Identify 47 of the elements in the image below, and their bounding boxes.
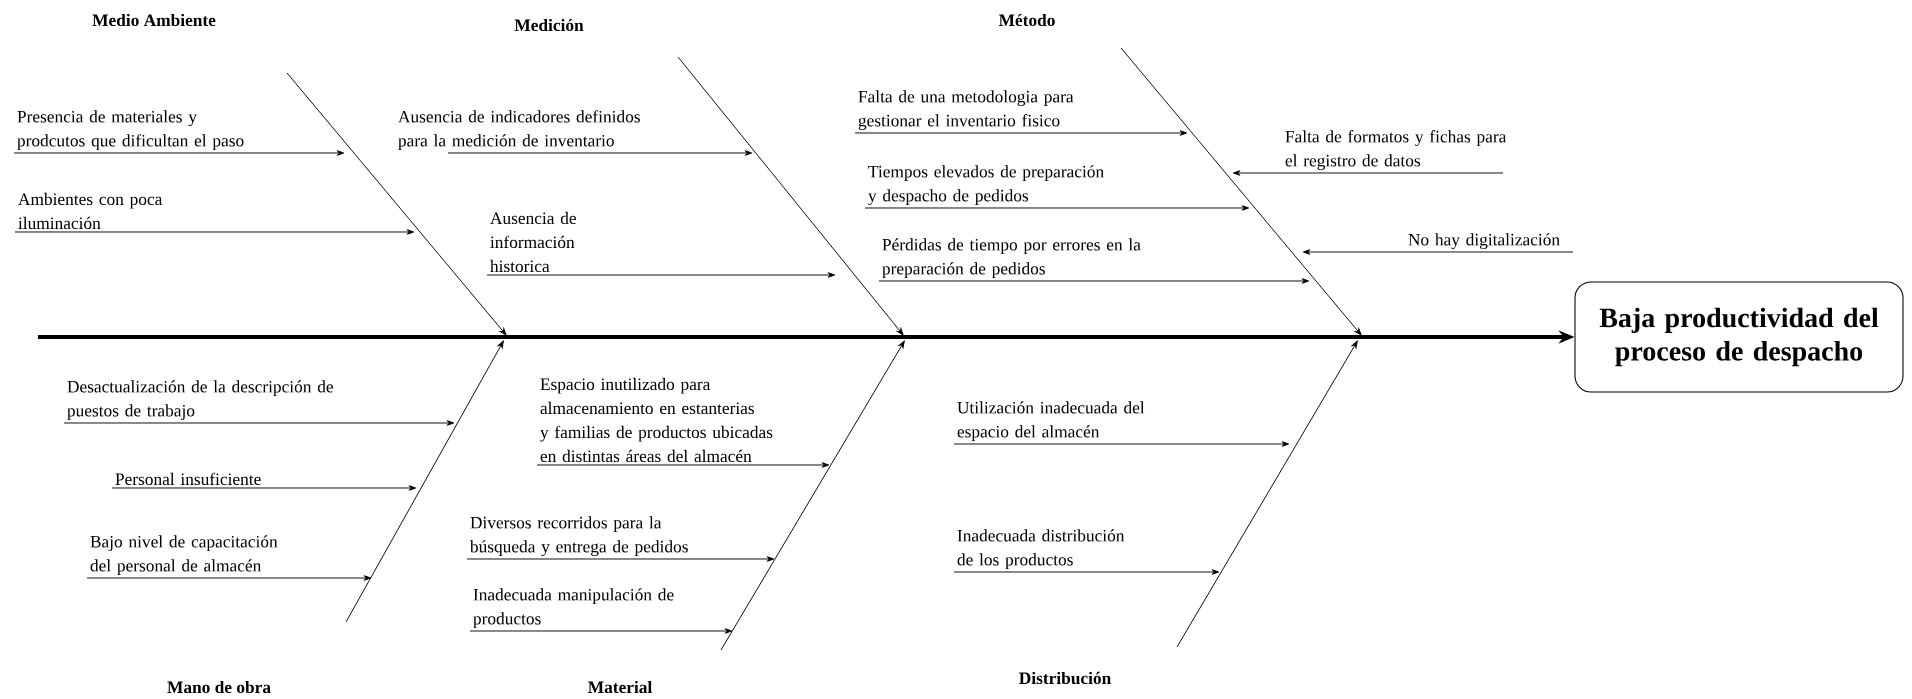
- bone-arrow: [1120, 47, 1362, 336]
- arrow: [447, 150, 753, 156]
- arrow: [854, 130, 1188, 136]
- arrow: [953, 441, 1290, 447]
- arrow: [86, 575, 372, 581]
- cause-text: Espacio inutilizado para almacenamiento en estanterias y familias de productos ubicadas en distintas áreas del almacén: [540, 377, 773, 463]
- arrow: [466, 556, 775, 562]
- arrow: [536, 462, 830, 468]
- arrow: [13, 150, 345, 156]
- cause-text: Pérdidas de tiempo por errores en la preparación de pedidos: [882, 238, 1141, 279]
- category-label: Material: [588, 680, 652, 694]
- cause-text: Desactualización de la descripción de puestos de trabajo: [67, 380, 333, 421]
- arrow: [14, 229, 415, 235]
- category-label: Distribución: [1019, 671, 1111, 685]
- arrow: [864, 205, 1250, 211]
- category-label: Medio Ambiente: [92, 13, 216, 27]
- arrow: [1232, 170, 1504, 176]
- cause-text: Ausencia de indicadores definidos para la medición de inventario: [398, 110, 640, 151]
- bone-arrow: [1176, 340, 1358, 648]
- arrow: [63, 420, 455, 426]
- cause-text: Inadecuada distribución de los productos: [957, 529, 1125, 570]
- cause-text: Ambientes con poca iluminación: [18, 192, 163, 230]
- cause-text: Falta de una metodologia para gestionar el inventario fisico: [858, 90, 1074, 131]
- cause-text: Personal insuficiente: [115, 472, 261, 486]
- arrow: [486, 272, 836, 278]
- cause-text: Diversos recorridos para la búsqueda y entrega de pedidos: [469, 516, 688, 557]
- effect-box: Baja productividad del proceso de despacho: [1574, 281, 1904, 393]
- cause-text: No hay digitalización: [1408, 233, 1560, 250]
- cause-text: Bajo nivel de capacitación del personal de almacén: [90, 535, 278, 576]
- arrow: [1302, 249, 1574, 255]
- arrow: [878, 278, 1310, 284]
- bone-arrow: [720, 340, 905, 651]
- bone-arrow: [345, 340, 504, 623]
- arrow: [953, 569, 1220, 575]
- category-label: Medición: [514, 18, 584, 32]
- category-label: Mano de obra: [167, 680, 271, 694]
- cause-text: Inadecuada manipulación de productos: [473, 588, 674, 629]
- bone-arrow: [677, 56, 904, 336]
- category-label: Método: [998, 13, 1055, 27]
- cause-text: Utilización inadecuada del espacio del almacén: [957, 401, 1145, 442]
- bone-arrow: [286, 72, 507, 336]
- cause-text: Falta de formatos y fichas para el registro de datos: [1285, 130, 1507, 171]
- cause-text: Tiempos elevados de preparación y despacho de pedidos: [868, 165, 1104, 206]
- cause-text: Presencia de materiales y prodcutos que dificultan el paso: [17, 110, 244, 151]
- arrow: [469, 628, 733, 634]
- arrow: [111, 485, 417, 491]
- cause-text: Ausencia de información historica: [490, 211, 576, 273]
